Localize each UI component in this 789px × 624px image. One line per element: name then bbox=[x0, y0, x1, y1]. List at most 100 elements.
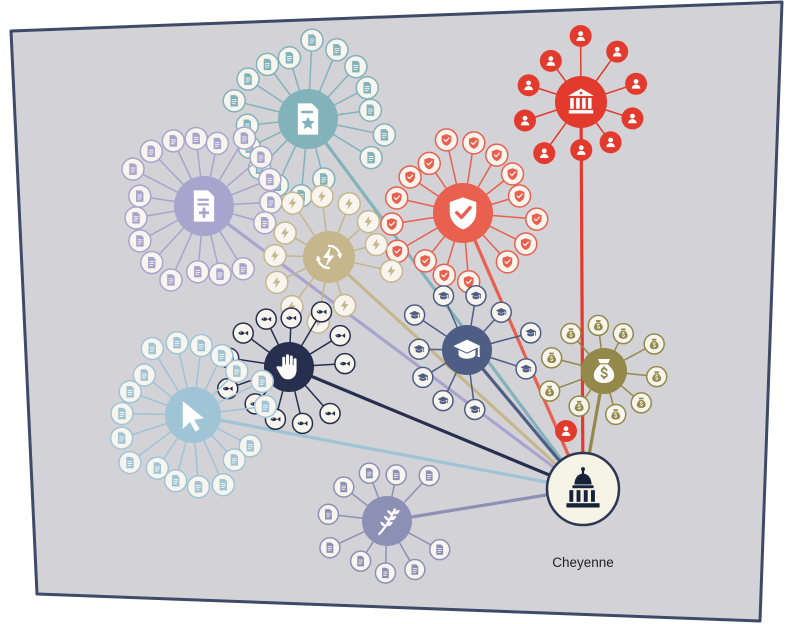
satellite-institutions[interactable] bbox=[599, 131, 622, 154]
satellite-funding[interactable] bbox=[612, 322, 635, 345]
satellite-services[interactable] bbox=[145, 456, 170, 480]
satellite-wildlife[interactable] bbox=[255, 308, 277, 330]
satellite-institutions[interactable] bbox=[621, 107, 644, 130]
satellite-compliance[interactable] bbox=[432, 263, 457, 287]
satellite-compliance[interactable] bbox=[398, 165, 422, 189]
satellite-agriculture[interactable] bbox=[385, 464, 407, 486]
satellite-permits[interactable] bbox=[159, 268, 183, 292]
hub-agriculture[interactable] bbox=[362, 496, 412, 546]
satellite-education[interactable] bbox=[490, 301, 512, 323]
satellite-permits[interactable] bbox=[184, 126, 208, 151]
satellite-institutions[interactable] bbox=[555, 420, 577, 442]
satellite-services[interactable] bbox=[165, 330, 189, 355]
satellite-education[interactable] bbox=[519, 322, 542, 344]
hub-education[interactable] bbox=[442, 325, 492, 375]
satellite-education[interactable] bbox=[432, 389, 454, 412]
satellite-funding[interactable] bbox=[645, 365, 668, 388]
satellite-permits[interactable] bbox=[232, 126, 257, 150]
satellite-energy[interactable] bbox=[310, 184, 334, 209]
satellite-permits[interactable] bbox=[121, 157, 145, 181]
satellite-permits[interactable] bbox=[139, 139, 164, 164]
satellite-services[interactable] bbox=[189, 333, 213, 358]
hub-institutions[interactable] bbox=[555, 76, 607, 128]
hub-certificates[interactable] bbox=[278, 89, 338, 149]
satellite-compliance[interactable] bbox=[462, 131, 486, 155]
satellite-funding[interactable] bbox=[560, 322, 582, 345]
satellite-certificates[interactable] bbox=[236, 67, 260, 91]
satellite-certificates[interactable] bbox=[325, 38, 349, 62]
hub-permits[interactable] bbox=[174, 176, 234, 236]
satellite-permits[interactable] bbox=[161, 129, 186, 153]
satellite-compliance[interactable] bbox=[500, 162, 525, 186]
satellite-services[interactable] bbox=[163, 469, 188, 493]
satellite-compliance[interactable] bbox=[507, 184, 532, 208]
satellite-compliance[interactable] bbox=[385, 239, 410, 264]
satellite-funding[interactable] bbox=[540, 347, 563, 369]
satellite-services[interactable] bbox=[132, 363, 157, 387]
satellite-energy[interactable] bbox=[364, 232, 389, 257]
satellite-education[interactable] bbox=[465, 284, 487, 307]
satellite-energy[interactable] bbox=[356, 209, 381, 234]
satellite-certificates[interactable] bbox=[355, 76, 380, 100]
satellite-services[interactable] bbox=[211, 472, 236, 497]
satellite-agriculture[interactable] bbox=[317, 503, 340, 526]
satellite-agriculture[interactable] bbox=[358, 462, 381, 484]
satellite-institutions[interactable] bbox=[539, 49, 562, 72]
satellite-services[interactable] bbox=[238, 434, 262, 458]
satellite-wildlife[interactable] bbox=[319, 402, 341, 425]
hub-energy[interactable] bbox=[303, 231, 355, 283]
satellite-wildlife[interactable] bbox=[329, 324, 351, 347]
satellite-compliance[interactable] bbox=[413, 249, 437, 273]
satellite-permits[interactable] bbox=[205, 131, 230, 156]
satellite-permits[interactable] bbox=[252, 210, 277, 235]
satellite-services[interactable] bbox=[210, 343, 234, 368]
hub-circle[interactable] bbox=[362, 496, 412, 546]
hub-wildlife[interactable] bbox=[264, 342, 314, 392]
satellite-services[interactable] bbox=[118, 450, 142, 475]
satellite-services[interactable] bbox=[250, 369, 275, 394]
satellite-services[interactable] bbox=[110, 401, 134, 426]
satellite-certificates[interactable] bbox=[222, 89, 246, 113]
satellite-compliance[interactable] bbox=[485, 143, 509, 167]
satellite-certificates[interactable] bbox=[300, 28, 324, 52]
satellite-education[interactable] bbox=[412, 366, 434, 389]
satellite-services[interactable] bbox=[118, 380, 142, 404]
satellite-funding[interactable] bbox=[604, 403, 627, 426]
satellite-institutions[interactable] bbox=[513, 109, 536, 132]
satellite-education[interactable] bbox=[408, 338, 430, 360]
satellite-institutions[interactable] bbox=[533, 142, 556, 165]
satellite-services[interactable] bbox=[225, 359, 249, 383]
satellite-funding[interactable] bbox=[568, 395, 590, 417]
satellite-agriculture[interactable] bbox=[349, 550, 372, 572]
satellite-energy[interactable] bbox=[379, 259, 404, 283]
satellite-institutions[interactable] bbox=[517, 74, 540, 97]
satellite-institutions[interactable] bbox=[625, 72, 648, 95]
hub-funding[interactable] bbox=[581, 348, 627, 394]
satellite-education[interactable] bbox=[464, 398, 486, 421]
satellite-services[interactable] bbox=[109, 426, 134, 450]
satellite-permits[interactable] bbox=[124, 206, 148, 230]
satellite-agriculture[interactable] bbox=[428, 538, 451, 561]
satellite-wildlife[interactable] bbox=[291, 412, 314, 435]
satellite-permits[interactable] bbox=[259, 190, 283, 214]
satellite-agriculture[interactable] bbox=[418, 464, 440, 487]
satellite-certificates[interactable] bbox=[277, 45, 302, 70]
satellite-education[interactable] bbox=[515, 358, 537, 380]
satellite-compliance[interactable] bbox=[417, 151, 441, 176]
satellite-permits[interactable] bbox=[139, 250, 164, 275]
satellite-permits[interactable] bbox=[128, 229, 152, 253]
satellite-compliance[interactable] bbox=[524, 207, 549, 231]
satellite-agriculture[interactable] bbox=[374, 562, 397, 584]
satellite-wildlife[interactable] bbox=[334, 352, 356, 375]
hub-services[interactable] bbox=[165, 387, 221, 443]
satellite-permits[interactable] bbox=[258, 167, 282, 192]
hub-compliance[interactable] bbox=[433, 183, 493, 243]
satellite-energy[interactable] bbox=[273, 221, 297, 245]
satellite-compliance[interactable] bbox=[380, 212, 404, 236]
satellite-energy[interactable] bbox=[263, 243, 287, 268]
satellite-compliance[interactable] bbox=[434, 128, 459, 152]
center-node[interactable]: Cheyenne bbox=[545, 451, 621, 570]
satellite-certificates[interactable] bbox=[358, 98, 383, 122]
satellite-funding[interactable] bbox=[643, 333, 665, 355]
satellite-permits[interactable] bbox=[186, 259, 210, 284]
